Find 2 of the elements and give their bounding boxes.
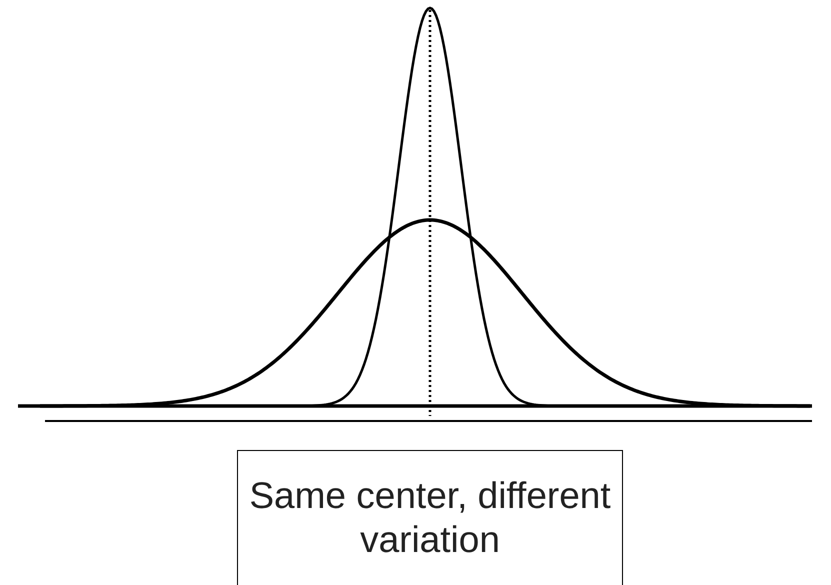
caption-box (237, 450, 623, 585)
caption-text: Same center, different variation (248, 474, 612, 562)
